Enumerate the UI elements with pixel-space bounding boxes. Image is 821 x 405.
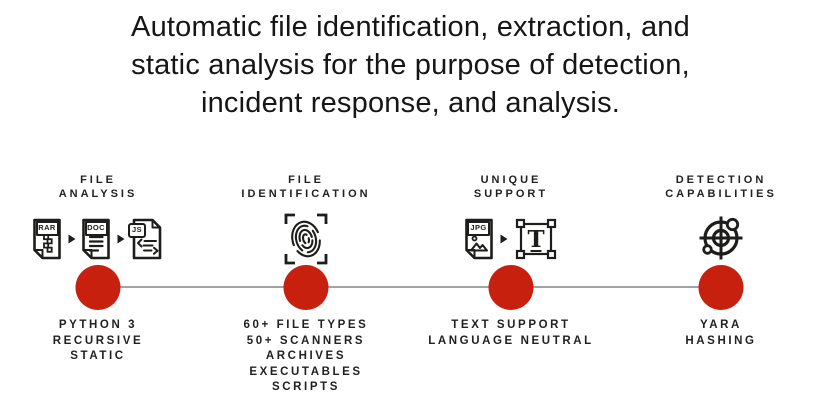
js-badge-label: JS (128, 223, 146, 238)
column-icons: RAR DOC (0, 209, 208, 269)
title-line: Automatic file identification, extractio… (131, 11, 690, 43)
detail-line: HASHING (685, 334, 757, 347)
column-detection-capabilities: DETECTION CAPABILITIES YARA HASHING (611, 173, 821, 398)
arrow-right-icon (68, 234, 76, 244)
fingerprint-scan-icon (284, 213, 328, 265)
timeline-connector-line (98, 286, 721, 288)
detail-line: SCRIPTS (271, 381, 341, 393)
column-icons (196, 209, 416, 269)
detail-line: RECURSIVE (52, 334, 144, 347)
column-header: FILE ANALYSIS (0, 173, 208, 201)
arrow-right-icon (500, 234, 507, 244)
column-details: 60+ FILE TYPES 50+ SCANNERS ARCHIVES EXE… (196, 318, 416, 396)
detail-line: EXECUTABLES (249, 365, 363, 378)
column-header-line: UNIQUE (480, 174, 542, 186)
timeline-node (283, 265, 329, 310)
column-header-line: FILE (288, 174, 324, 186)
column-unique-support: UNIQUE SUPPORT JPG (401, 173, 621, 398)
column-details: TEXT SUPPORT LANGUAGE NEUTRAL (401, 318, 621, 349)
column-header-line: CAPABILITIES (665, 188, 777, 200)
detail-line: LANGUAGE NEUTRAL (428, 334, 594, 347)
arrow-right-icon (117, 234, 125, 244)
doc-badge-label: DOC (84, 221, 108, 236)
js-file-icon: JS (128, 218, 164, 260)
timeline-node (488, 265, 534, 310)
detail-line: ARCHIVES (265, 350, 347, 362)
radar-target-icon (699, 216, 743, 260)
jpg-badge-label: JPG (467, 221, 490, 236)
detail-line: 60+ FILE TYPES (243, 319, 369, 331)
page-title: Automatic file identification, extractio… (0, 8, 821, 122)
text-transform-icon: T (515, 218, 556, 260)
detail-line: STATIC (70, 350, 126, 362)
title-line: static analysis for the purpose of detec… (131, 49, 690, 81)
doc-file-icon: DOC (81, 218, 111, 260)
title-line: incident response, and analysis. (200, 87, 621, 119)
column-header-line: ANALYSIS (58, 188, 138, 200)
timeline-node (75, 265, 121, 310)
column-details: PYTHON 3 RECURSIVE STATIC (0, 318, 208, 365)
timeline-node (698, 265, 744, 310)
column-file-analysis: FILE ANALYSIS RAR (0, 173, 208, 398)
detail-line: PYTHON 3 (58, 319, 138, 331)
detail-line: 50+ SCANNERS (246, 334, 366, 347)
column-file-identification: FILE IDENTIFICATION 60+ F (196, 173, 416, 398)
column-header: FILE IDENTIFICATION (196, 173, 416, 201)
column-header-line: DETECTION (675, 174, 767, 186)
rar-badge-label: RAR (35, 221, 59, 236)
column-icons (611, 209, 821, 269)
column-header-line: SUPPORT (473, 188, 549, 200)
column-header: DETECTION CAPABILITIES (611, 173, 821, 201)
column-header-line: IDENTIFICATION (241, 188, 371, 200)
detail-line: YARA (700, 319, 742, 331)
rar-file-icon: RAR (32, 218, 62, 260)
jpg-file-icon: JPG (464, 218, 494, 260)
column-details: YARA HASHING (611, 318, 821, 349)
column-header-line: FILE (80, 174, 116, 186)
letter-t-glyph: T (527, 226, 544, 253)
column-header: UNIQUE SUPPORT (401, 173, 621, 201)
column-icons: JPG T (401, 209, 621, 269)
detail-line: TEXT SUPPORT (451, 319, 571, 331)
